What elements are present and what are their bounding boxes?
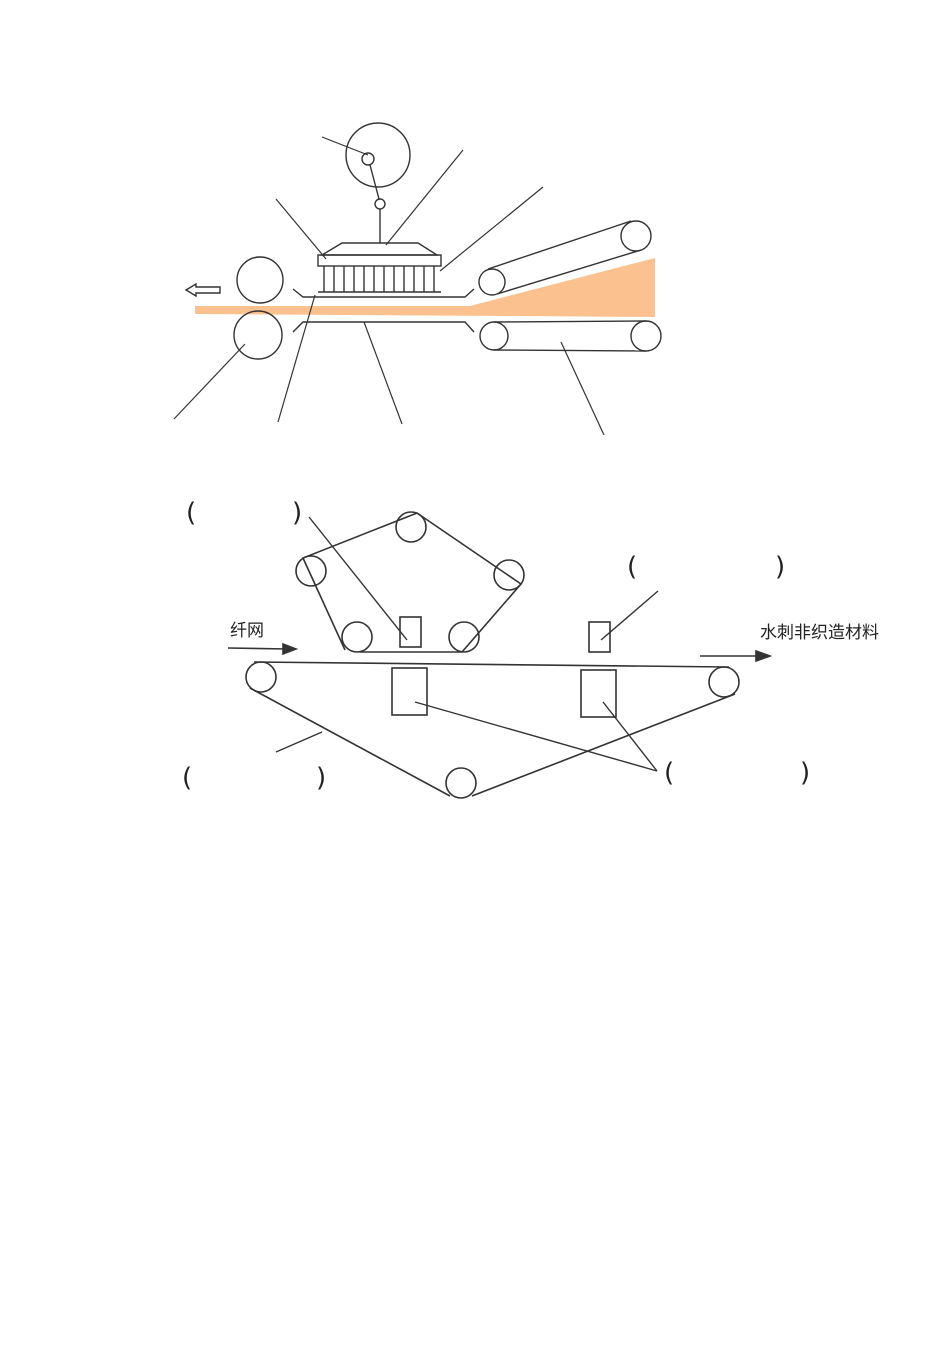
leader-beam [385, 149, 464, 246]
left-arrow-icon [184, 282, 221, 298]
hydroentangling-diagram [227, 511, 773, 799]
leader-board-left [275, 198, 327, 260]
lower-belt-left-run [249, 687, 451, 797]
output-arrow-head [755, 649, 773, 663]
blank-4-open: ( [664, 758, 674, 788]
needles [318, 266, 441, 293]
blank-1-open: ( [186, 498, 196, 528]
delivery-roller-top [236, 256, 284, 304]
leader-upper-jet [308, 516, 408, 641]
suction-box-1 [391, 667, 428, 716]
leader-second-jet [600, 590, 659, 641]
upper-belt-roller-bottom-left [341, 621, 373, 653]
leader-board-right [439, 186, 544, 272]
leader-suction-1 [414, 701, 658, 772]
lower-belt-roller-bottom [445, 767, 477, 799]
blank-4-close: ) [800, 758, 810, 788]
leader-suction-2 [602, 701, 658, 772]
upper-belt-roller-right [493, 559, 525, 591]
leader-bed [363, 321, 403, 425]
lower-belt-right-run [471, 693, 736, 797]
leader-eccentric [321, 136, 369, 156]
blank-3-open: ( [182, 763, 192, 793]
blank-3-close: ) [316, 763, 326, 793]
lower-conveyor-belt-bottom [493, 349, 647, 352]
needle-beam [319, 242, 440, 256]
leader-stripper [277, 294, 316, 423]
input-arrow-shaft [227, 647, 289, 650]
lower-conveyor-roller-right [630, 320, 662, 352]
upper-conveyor-roller-left [478, 268, 506, 296]
leader-belt [275, 731, 323, 753]
upper-belt-roller-left [295, 555, 327, 587]
connecting-rod [369, 164, 380, 200]
water-jet-head-upper-2 [588, 621, 611, 653]
lower-conveyor-belt-top [493, 320, 647, 323]
input-label: 纤网 [230, 621, 264, 641]
blank-1-close: ) [292, 498, 302, 528]
needle-board [317, 254, 442, 267]
leader-lines [173, 136, 605, 436]
hydro-leader-lines [275, 516, 659, 772]
upper-belt [301, 512, 523, 653]
upper-conveyor-belt-top [487, 220, 632, 270]
water-jet-head-upper-1 [399, 616, 422, 648]
upper-conveyor-belt-bottom [496, 249, 642, 295]
upper-conveyor-roller-right [620, 220, 652, 252]
lower-conveyor-roller-left [479, 321, 509, 351]
blank-2-open: ( [627, 552, 637, 582]
leader-conveyor [560, 341, 605, 436]
upper-belt-roller-bottom-right [448, 621, 480, 653]
blank-2-close: ) [775, 552, 785, 582]
upper-belt-roller-top [395, 511, 427, 543]
needle-punching-diagram [173, 122, 662, 436]
output-label: 水刺非织造材料 [760, 623, 879, 643]
crank-pin [361, 152, 375, 166]
web-conveyor-line [253, 661, 730, 668]
leader-roller [173, 343, 246, 420]
rod-joint [374, 198, 386, 210]
bed-plate [292, 321, 475, 333]
delivery-roller-bottom [233, 310, 283, 360]
input-arrow-head [282, 642, 299, 656]
eccentric-wheel [345, 122, 411, 188]
suction-box-2 [580, 669, 617, 718]
lower-belt-roller-right [708, 666, 740, 698]
fiber-web [195, 258, 655, 317]
stripper-plate [292, 288, 475, 298]
